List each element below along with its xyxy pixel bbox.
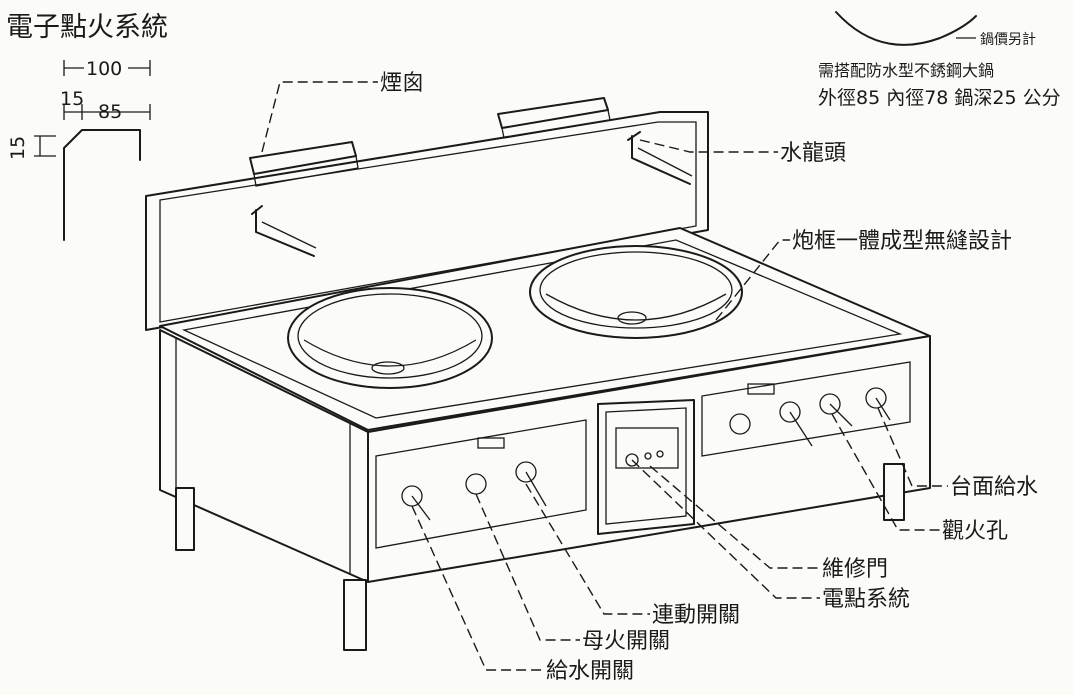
- stove-illustration: [145, 97, 931, 651]
- dim-side-height: 15: [7, 136, 29, 160]
- faucet-left: [251, 205, 317, 257]
- callout-linked-switch: 連動開關: [652, 603, 740, 628]
- wok-note: 鍋價另計 需搭配防水型不銹鋼大鍋 外徑85 內徑78 鍋深25 公分: [818, 11, 1061, 109]
- dim-inner-width: 85: [98, 101, 122, 123]
- callout-chimney: 煙囪: [380, 71, 424, 96]
- service-door-drawing: [597, 399, 695, 535]
- callout-service-door: 維修門: [822, 557, 888, 582]
- callout-ignition-system: 電點系統: [822, 587, 910, 612]
- dim-outer-width: 100: [86, 58, 122, 80]
- dim-left-offset: 15: [60, 88, 84, 110]
- dimension-sketch: 100 15 85 15: [7, 55, 151, 241]
- faucet-right: [627, 131, 693, 185]
- wok-right: [529, 245, 743, 339]
- callout-peephole: 觀火孔: [942, 519, 1008, 544]
- chimney-right: [497, 97, 611, 139]
- wok-left: [287, 287, 493, 389]
- wok-price-note: 鍋價另計: [980, 31, 1036, 48]
- diagram-title: 電子點火系統: [6, 12, 168, 43]
- callout-faucet: 水龍頭: [780, 141, 846, 166]
- leader-lines: [261, 81, 948, 671]
- right-knobs: [729, 387, 891, 447]
- chimney-left: [249, 141, 359, 187]
- wok-note-line1: 需搭配防水型不銹鋼大鍋: [818, 61, 994, 80]
- callout-frame: 炮框一體成型無縫設計: [792, 229, 1012, 254]
- callout-water-switch: 給水開關: [546, 659, 634, 684]
- callout-counter-water: 台面給水: [950, 475, 1038, 500]
- callout-pilot-switch: 母火開關: [582, 629, 670, 654]
- wok-note-line2: 外徑85 內徑78 鍋深25 公分: [818, 87, 1061, 109]
